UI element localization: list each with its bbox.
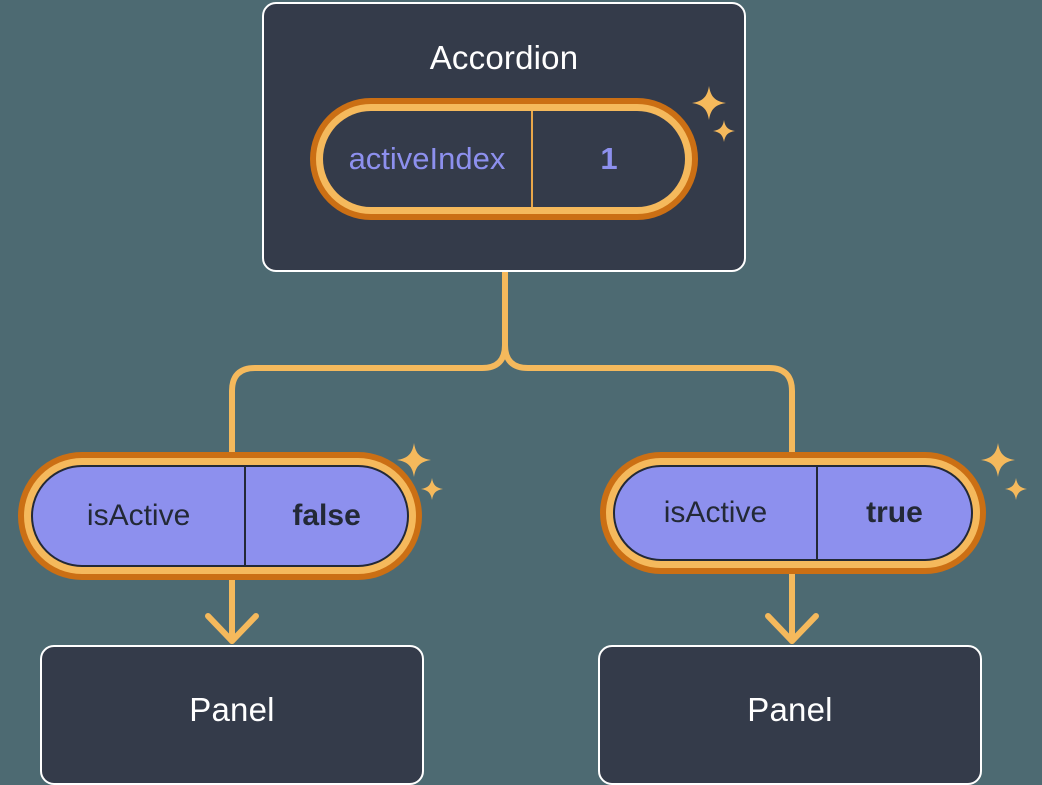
sparkle-icon bbox=[713, 120, 735, 142]
sparkle-icon bbox=[1005, 478, 1027, 500]
state-value-label: true bbox=[866, 496, 923, 529]
sparkle-icon bbox=[397, 443, 431, 477]
state-badge-activeindex[interactable]: activeIndex 1 bbox=[310, 98, 698, 220]
badge-surface: activeIndex 1 bbox=[323, 111, 685, 207]
arrow-down-left bbox=[205, 575, 259, 644]
state-key-label: activeIndex bbox=[323, 111, 533, 207]
panel-node-title: Panel bbox=[747, 691, 833, 728]
sparkle-icon bbox=[981, 443, 1015, 477]
state-key-label: isActive bbox=[33, 467, 247, 565]
state-value-label: 1 bbox=[600, 141, 618, 176]
state-badge-isactive-left[interactable]: isActive false bbox=[18, 452, 422, 580]
panel-node-title: Panel bbox=[189, 691, 275, 728]
sparkle-icon bbox=[692, 86, 726, 120]
state-key-label: isActive bbox=[615, 467, 818, 559]
accordion-node-title: Accordion bbox=[429, 39, 579, 76]
panel-node-left[interactable]: Panel bbox=[40, 645, 424, 785]
state-value-label: false bbox=[292, 499, 361, 532]
badge-surface: isActive true bbox=[613, 465, 973, 561]
badge-surface: isActive false bbox=[31, 465, 409, 567]
state-badge-isactive-right[interactable]: isActive true bbox=[600, 452, 986, 574]
arrow-down-right bbox=[765, 571, 819, 644]
panel-node-right[interactable]: Panel bbox=[598, 645, 982, 785]
sparkle-icon bbox=[421, 478, 443, 500]
